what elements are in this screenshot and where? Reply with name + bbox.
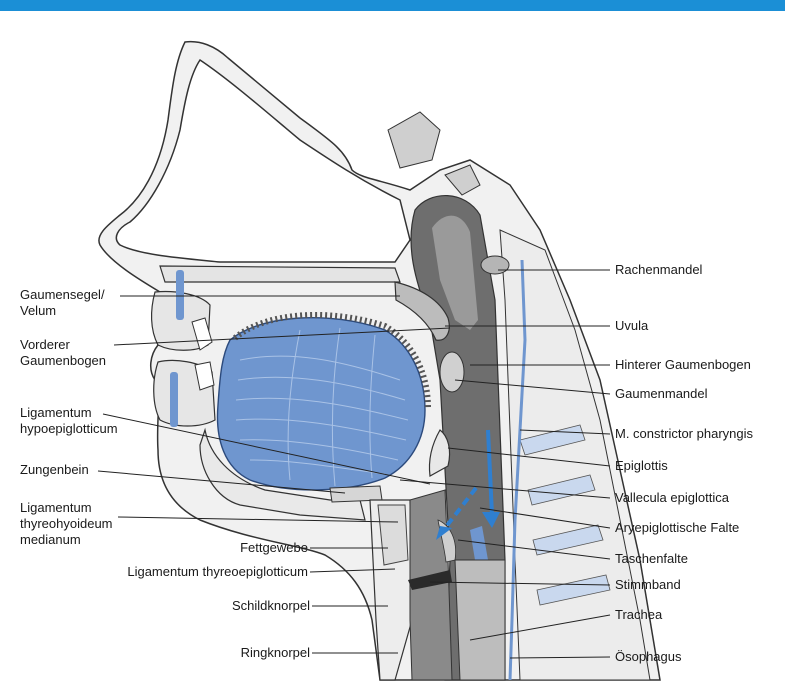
hard-palate [159, 265, 401, 283]
vertebral-discs [519, 424, 611, 606]
label-gaumensegel: Gaumensegel/ Velum [20, 287, 105, 318]
aryepiglottic-fold-muscle [470, 526, 488, 566]
orbicularis-muscle [170, 270, 184, 427]
airflow-arrows [440, 429, 494, 534]
spinal-cord [508, 259, 527, 681]
cervical-spine-region [499, 229, 651, 681]
label-zungenbein: Zungenbein [20, 462, 89, 477]
leader-lines-right [399, 269, 611, 659]
pharynx-highlight [432, 215, 478, 330]
accent-bar [0, 0, 785, 11]
tongue-dorsum [233, 311, 431, 409]
label-fettgewebe: Fettgewebe [240, 540, 308, 555]
nasal-cavity [115, 58, 411, 263]
label-uvula: Uvula [615, 318, 649, 333]
label-taschenfalte: Taschenfalte [615, 551, 688, 566]
label-trachea: Trachea [615, 607, 663, 622]
vocal-fold [408, 570, 452, 590]
pharyngeal-tonsil [480, 255, 510, 275]
mandible [199, 427, 366, 521]
label-m-constrictor-pharyngis: M. constrictor pharyngis [615, 426, 753, 441]
label-aryepiglottische-falte: Aryepiglottische Falte [615, 520, 740, 535]
label-stimmband: Stimmband [615, 577, 681, 592]
label-hinterer-gaumenbogen: Hinterer Gaumenbogen [615, 357, 751, 372]
label-vallecula-epiglottica: Vallecula epiglottica [615, 490, 729, 505]
tongue-body [216, 317, 426, 491]
label-ligamentum-thyreohyoideum: Ligamentum thyreohyoideum medianum [20, 500, 113, 547]
label-ligamentum-thyreoepiglotticum: Ligamentum thyreoepiglotticum [127, 564, 308, 579]
label-schildknorpel: Schildknorpel [231, 598, 310, 613]
leader-lines-left [97, 295, 451, 654]
label-oesophagus: Ösophagus [615, 649, 682, 664]
lower-teeth [194, 361, 215, 391]
soft-palate [394, 281, 450, 341]
label-ringknorpel: Ringknorpel [240, 645, 310, 660]
epiglottis [428, 429, 451, 477]
label-ligamentum-hypoepiglotticum: Ligamentum hypoepiglotticum [20, 405, 118, 436]
sinus-cell-2 [444, 164, 481, 196]
fat-tissue [377, 504, 409, 566]
label-vorderer-gaumenbogen: Vorderer Gaumenbogen [20, 337, 107, 368]
esophagus [454, 559, 506, 681]
sinus-cell-1 [387, 111, 441, 169]
arrowheads [436, 512, 500, 540]
label-epiglottis: Epiglottis [615, 458, 668, 473]
label-gaumenmandel: Gaumenmandel [615, 386, 708, 401]
label-rachenmandel: Rachenmandel [615, 262, 703, 277]
tongue-muscle-fibres [235, 327, 409, 487]
palatine-tonsil [439, 351, 465, 393]
